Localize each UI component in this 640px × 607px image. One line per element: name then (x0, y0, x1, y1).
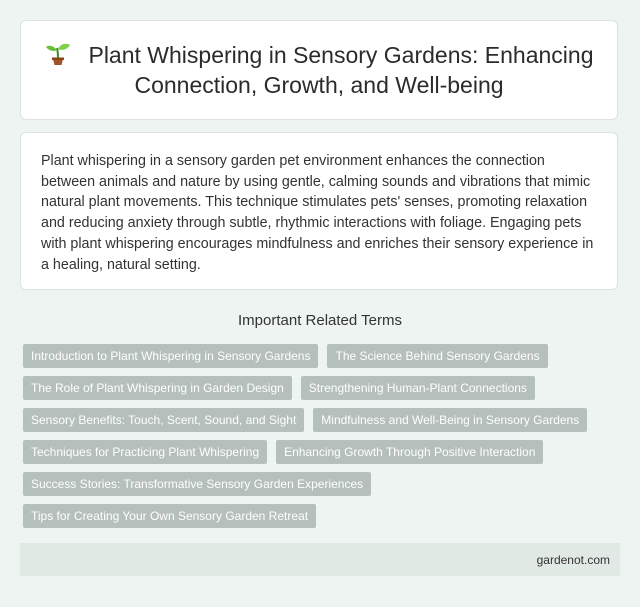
related-term-tag[interactable]: Tips for Creating Your Own Sensory Garde… (23, 504, 317, 528)
related-term-tag[interactable]: Introduction to Plant Whispering in Sens… (23, 344, 319, 368)
related-term-tag[interactable]: Sensory Benefits: Touch, Scent, Sound, a… (23, 408, 305, 432)
related-term-tag[interactable]: Strengthening Human-Plant Connections (300, 376, 535, 400)
description-card: Plant whispering in a sensory garden pet… (20, 132, 618, 290)
title-card: Plant Whispering in Sensory Gardens: Enh… (20, 20, 618, 120)
related-term-tag[interactable]: Success Stories: Transformative Sensory … (23, 472, 372, 496)
sprout-icon (46, 43, 71, 65)
page-title-text: Plant Whispering in Sensory Gardens: Enh… (88, 42, 594, 98)
page-title: Plant Whispering in Sensory Gardens: Enh… (21, 40, 617, 100)
footer-site: gardenot.com (536, 552, 610, 567)
related-term-tag[interactable]: The Role of Plant Whispering in Garden D… (23, 376, 292, 400)
related-term-tag[interactable]: Mindfulness and Well-Being in Sensory Ga… (313, 408, 588, 432)
related-terms-heading: Important Related Terms (238, 312, 402, 329)
related-term-tag[interactable]: The Science Behind Sensory Gardens (327, 344, 548, 368)
footer: gardenot.com (20, 543, 620, 576)
description-text: Plant whispering in a sensory garden pet… (41, 153, 594, 273)
related-terms-list: Introduction to Plant Whispering in Sens… (23, 344, 603, 528)
related-term-tag[interactable]: Enhancing Growth Through Positive Intera… (276, 440, 544, 464)
related-term-tag[interactable]: Techniques for Practicing Plant Whisperi… (23, 440, 268, 464)
